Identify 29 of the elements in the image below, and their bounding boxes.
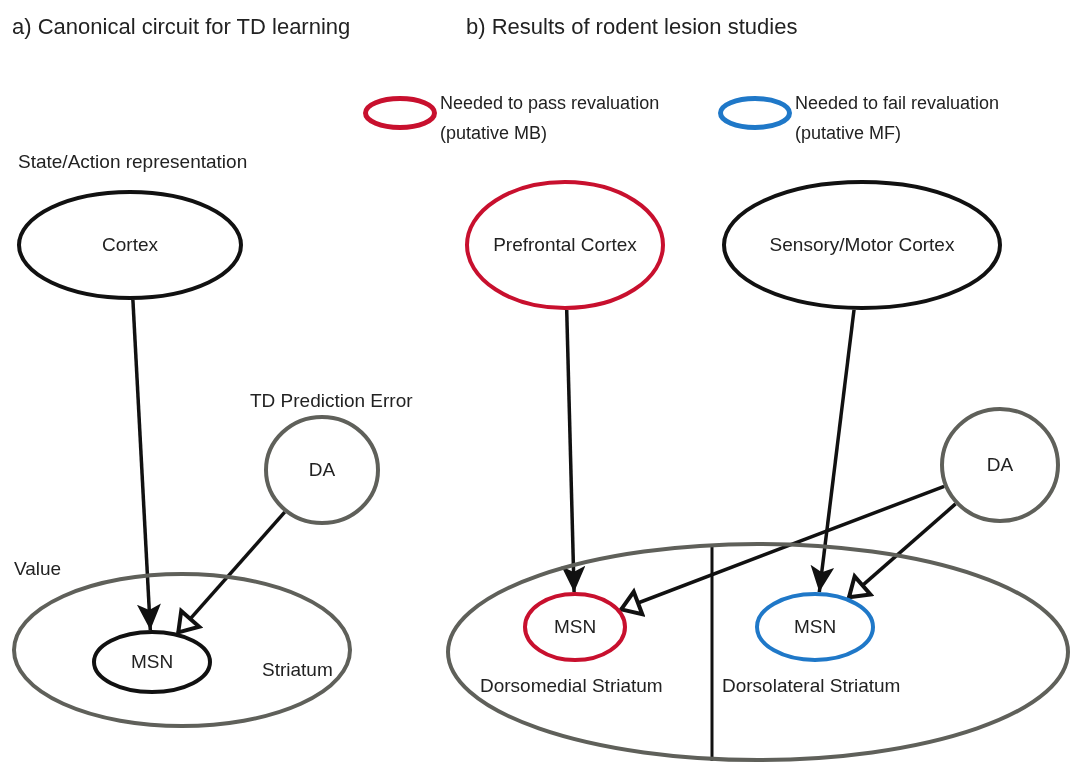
panel-title: b) Results of rodent lesion studies [466,13,798,41]
arrow [176,510,286,635]
legend-text: Needed to pass revaluation (putative MB) [440,92,661,145]
ellipse-node [463,178,667,312]
ellipse-node [938,405,1062,525]
region-label: Dorsomedial Striatum [480,674,663,698]
node-label: DA [986,452,1014,477]
arrow [131,299,161,631]
ellipse-node [444,540,1072,762]
node-label: MSN [130,649,174,674]
node-label: State/Action representation [18,150,248,174]
node-label: TD Prediction Error [250,389,413,413]
legend-text: Needed to fail revaluation (putative MF) [795,92,1001,145]
node-label: Value [14,557,62,581]
node-label: DA [308,457,336,482]
arrow [810,309,856,593]
node-label: MSN [553,614,597,639]
ellipse-node [720,178,1004,312]
region-label: Dorsolateral Striatum [722,674,901,698]
node-label: Striatum [262,658,333,682]
arrow [847,502,957,600]
arrow [561,309,586,593]
ellipse-node [90,628,214,696]
arrow [619,484,945,617]
node-label: MSN [793,614,837,639]
panel-title: a) Canonical circuit for TD learning [12,13,351,41]
node-label: Cortex [102,232,158,257]
node-label: Prefrontal Cortex [493,232,637,257]
node-label: Sensory/Motor Cortex [769,232,955,257]
